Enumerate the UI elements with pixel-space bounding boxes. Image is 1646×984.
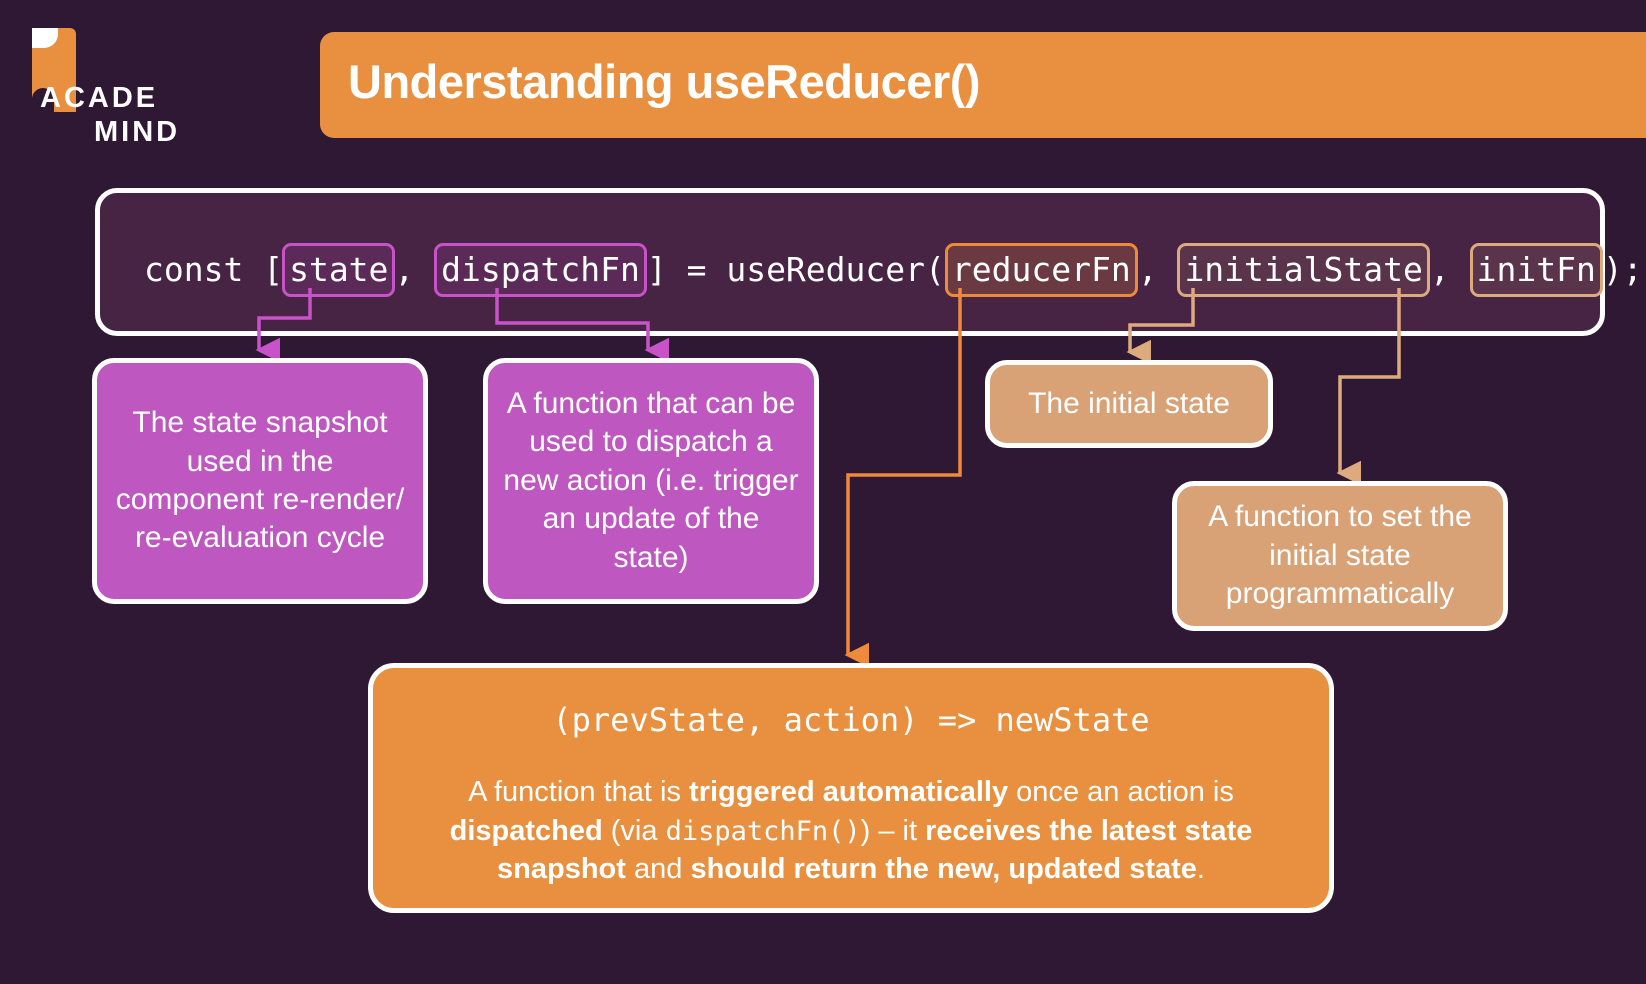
reducer-signature-text: (prevState, action) => newState: [552, 701, 1150, 740]
reducer-desc-p6: .: [1196, 853, 1205, 886]
code-token-dispatchfn[interactable]: dispatchFn: [434, 243, 647, 297]
reducer-desc-b1: triggered automatically: [689, 776, 1009, 809]
code-token-state[interactable]: state: [282, 243, 396, 297]
reducer-desc-p4: ) – it: [860, 814, 926, 847]
header-banner: Understanding useReducer(): [320, 32, 1646, 138]
connector-reducerfn: [844, 288, 962, 668]
code-signature-line: const [state, dispatchFn] = useReducer(r…: [144, 243, 1643, 297]
reducer-desc-p5: and: [625, 853, 691, 886]
code-sep-1: ,: [394, 250, 435, 289]
page-title: Understanding useReducer(): [348, 55, 981, 108]
code-token-initfn[interactable]: initFn: [1469, 243, 1603, 297]
code-sep-2: ,: [1137, 250, 1178, 289]
code-token-initialstate[interactable]: initialState: [1177, 243, 1430, 297]
callout-initial-state: The initial state: [985, 360, 1273, 448]
callout-state-snapshot: The state snapshot used in the component…: [92, 358, 428, 604]
reducer-desc-mono-dispatchfn: dispatchFn(): [665, 815, 861, 847]
academind-bookmark-icon: [32, 28, 76, 114]
reducer-desc-p2: once an action is: [1008, 776, 1234, 809]
callout-init-function: A function to set the initial state prog…: [1172, 481, 1508, 631]
code-prefix: const [: [144, 250, 284, 289]
code-mid: ] = useReducer(: [646, 250, 945, 289]
code-token-reducerfn[interactable]: reducerFn: [944, 243, 1138, 297]
code-panel: const [state, dispatchFn] = useReducer(r…: [95, 188, 1643, 336]
academind-logo: ACADE MIND: [22, 26, 222, 148]
code-suffix: );: [1602, 250, 1643, 289]
reducer-desc-p1: A function that is: [468, 776, 690, 809]
reducer-desc-b2: dispatched: [449, 814, 603, 847]
callout-dispatch-function: A function that can be used to dispatch …: [483, 358, 819, 604]
reducer-desc-b4: should return the new, updated state: [690, 853, 1197, 886]
logo-text-line2: MIND: [94, 116, 181, 148]
reducer-description-text: A function that is triggered automatical…: [401, 773, 1301, 889]
callout-reducer-function: (prevState, action) => newState A functi…: [368, 663, 1334, 913]
logo-text-line1: ACADE: [40, 82, 159, 114]
reducer-desc-p3: (via: [602, 814, 666, 847]
reducer-desc-b3: receives the latest state snapshot: [497, 814, 1253, 886]
code-sep-3: ,: [1429, 250, 1470, 289]
